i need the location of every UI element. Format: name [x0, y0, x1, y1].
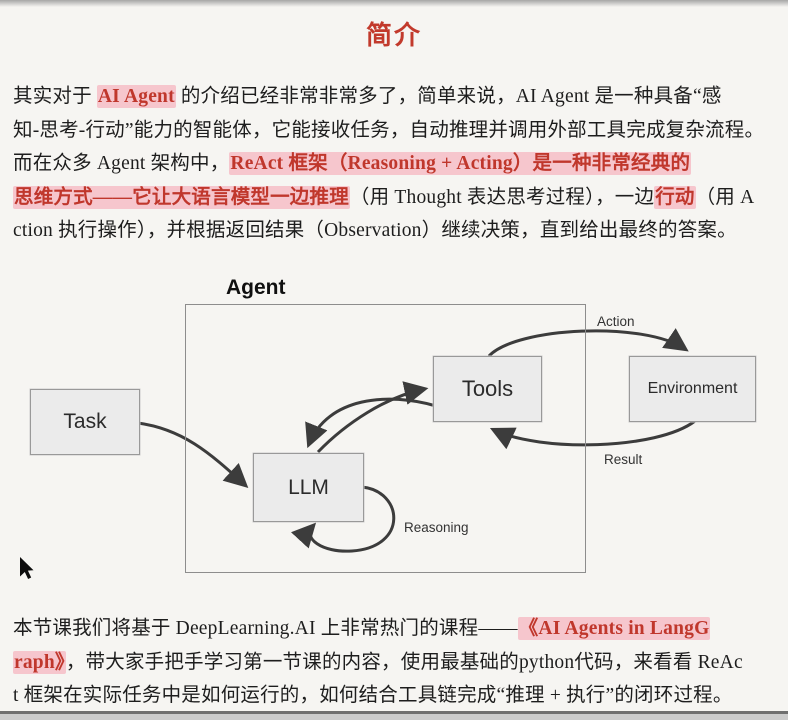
text-line: 知-思考-行动”能力的智能体，它能接收任务，自动推理并调用外部工具完成复杂流程。: [13, 114, 779, 148]
node-llm: LLM: [253, 453, 364, 522]
text-segment: ction 执行操作），并根据返回结果（Observation）继续决策，直到给…: [13, 220, 737, 241]
outro-paragraph: 本节课我们将基于 DeepLearning.AI 上非常热门的课程——《AI A…: [13, 612, 779, 713]
edge-label-reasoning: Reasoning: [404, 520, 469, 535]
node-environment: Environment: [629, 356, 756, 422]
text-segment: 其实对于: [13, 86, 97, 107]
intro-paragraph: 其实对于 AI Agent 的介绍已经非常非常多了，简单来说，AI Agent …: [13, 80, 779, 248]
highlighted-text: 行动: [654, 185, 696, 209]
highlighted-text: ReAct 框架（Reasoning + Acting）是一种非常经典的: [229, 152, 692, 175]
text-segment: 而在众多 Agent 架构中，: [13, 153, 230, 174]
text-line: 本节课我们将基于 DeepLearning.AI 上非常热门的课程——《AI A…: [13, 612, 779, 646]
text-line: ction 执行操作），并根据返回结果（Observation）继续决策，直到给…: [13, 214, 779, 248]
bottom-border-line: [0, 711, 788, 714]
page-title: 简介: [365, 20, 422, 50]
highlighted-text: 《AI Agents in LangG: [517, 617, 711, 640]
highlighted-text: 思维方式——它让大语言模型一边推理: [13, 185, 350, 209]
agent-boundary-label: Agent: [226, 276, 286, 299]
text-line: t 框架在实际任务中是如何运行的，如何结合工具链完成“推理 + 执行”的闭环过程…: [13, 679, 779, 713]
text-segment: 本节课我们将基于 DeepLearning.AI 上非常热门的课程——: [13, 618, 518, 639]
node-tools: Tools: [433, 356, 542, 422]
text-line: 思维方式——它让大语言模型一边推理（用 Thought 表达思考过程），一边行动…: [13, 181, 779, 215]
text-segment: ，带大家手把手学习第一节课的内容，使用最基础的python代码，来看看 ReAc: [65, 651, 743, 673]
text-segment: （用 A: [695, 186, 755, 208]
highlighted-text: raph》: [13, 650, 66, 674]
text-line: raph》，带大家手把手学习第一节课的内容，使用最基础的python代码，来看看…: [13, 646, 779, 680]
text-segment: （用 Thought 表达思考过程），一边: [349, 186, 655, 208]
text-segment: 知-思考-行动”能力的智能体，它能接收任务，自动推理并调用外部工具完成复杂流程。: [13, 119, 765, 141]
edge-label-result: Result: [604, 452, 643, 467]
top-border-shade: [0, 0, 788, 7]
node-task: Task: [30, 389, 140, 455]
text-line: 而在众多 Agent 架构中，ReAct 框架（Reasoning + Acti…: [13, 147, 779, 181]
text-segment: t 框架在实际任务中是如何运行的，如何结合工具链完成“推理 + 执行”的闭环过程…: [13, 685, 733, 706]
edge-label-action: Action: [597, 314, 635, 329]
text-segment: 的介绍已经非常非常多了，简单来说，AI Agent 是一种具备“感: [175, 86, 722, 107]
agent-boundary-box: [185, 304, 586, 573]
text-line: 其实对于 AI Agent 的介绍已经非常非常多了，简单来说，AI Agent …: [13, 80, 779, 114]
bottom-border-shade: [0, 714, 788, 720]
highlighted-text: AI Agent: [96, 85, 176, 108]
